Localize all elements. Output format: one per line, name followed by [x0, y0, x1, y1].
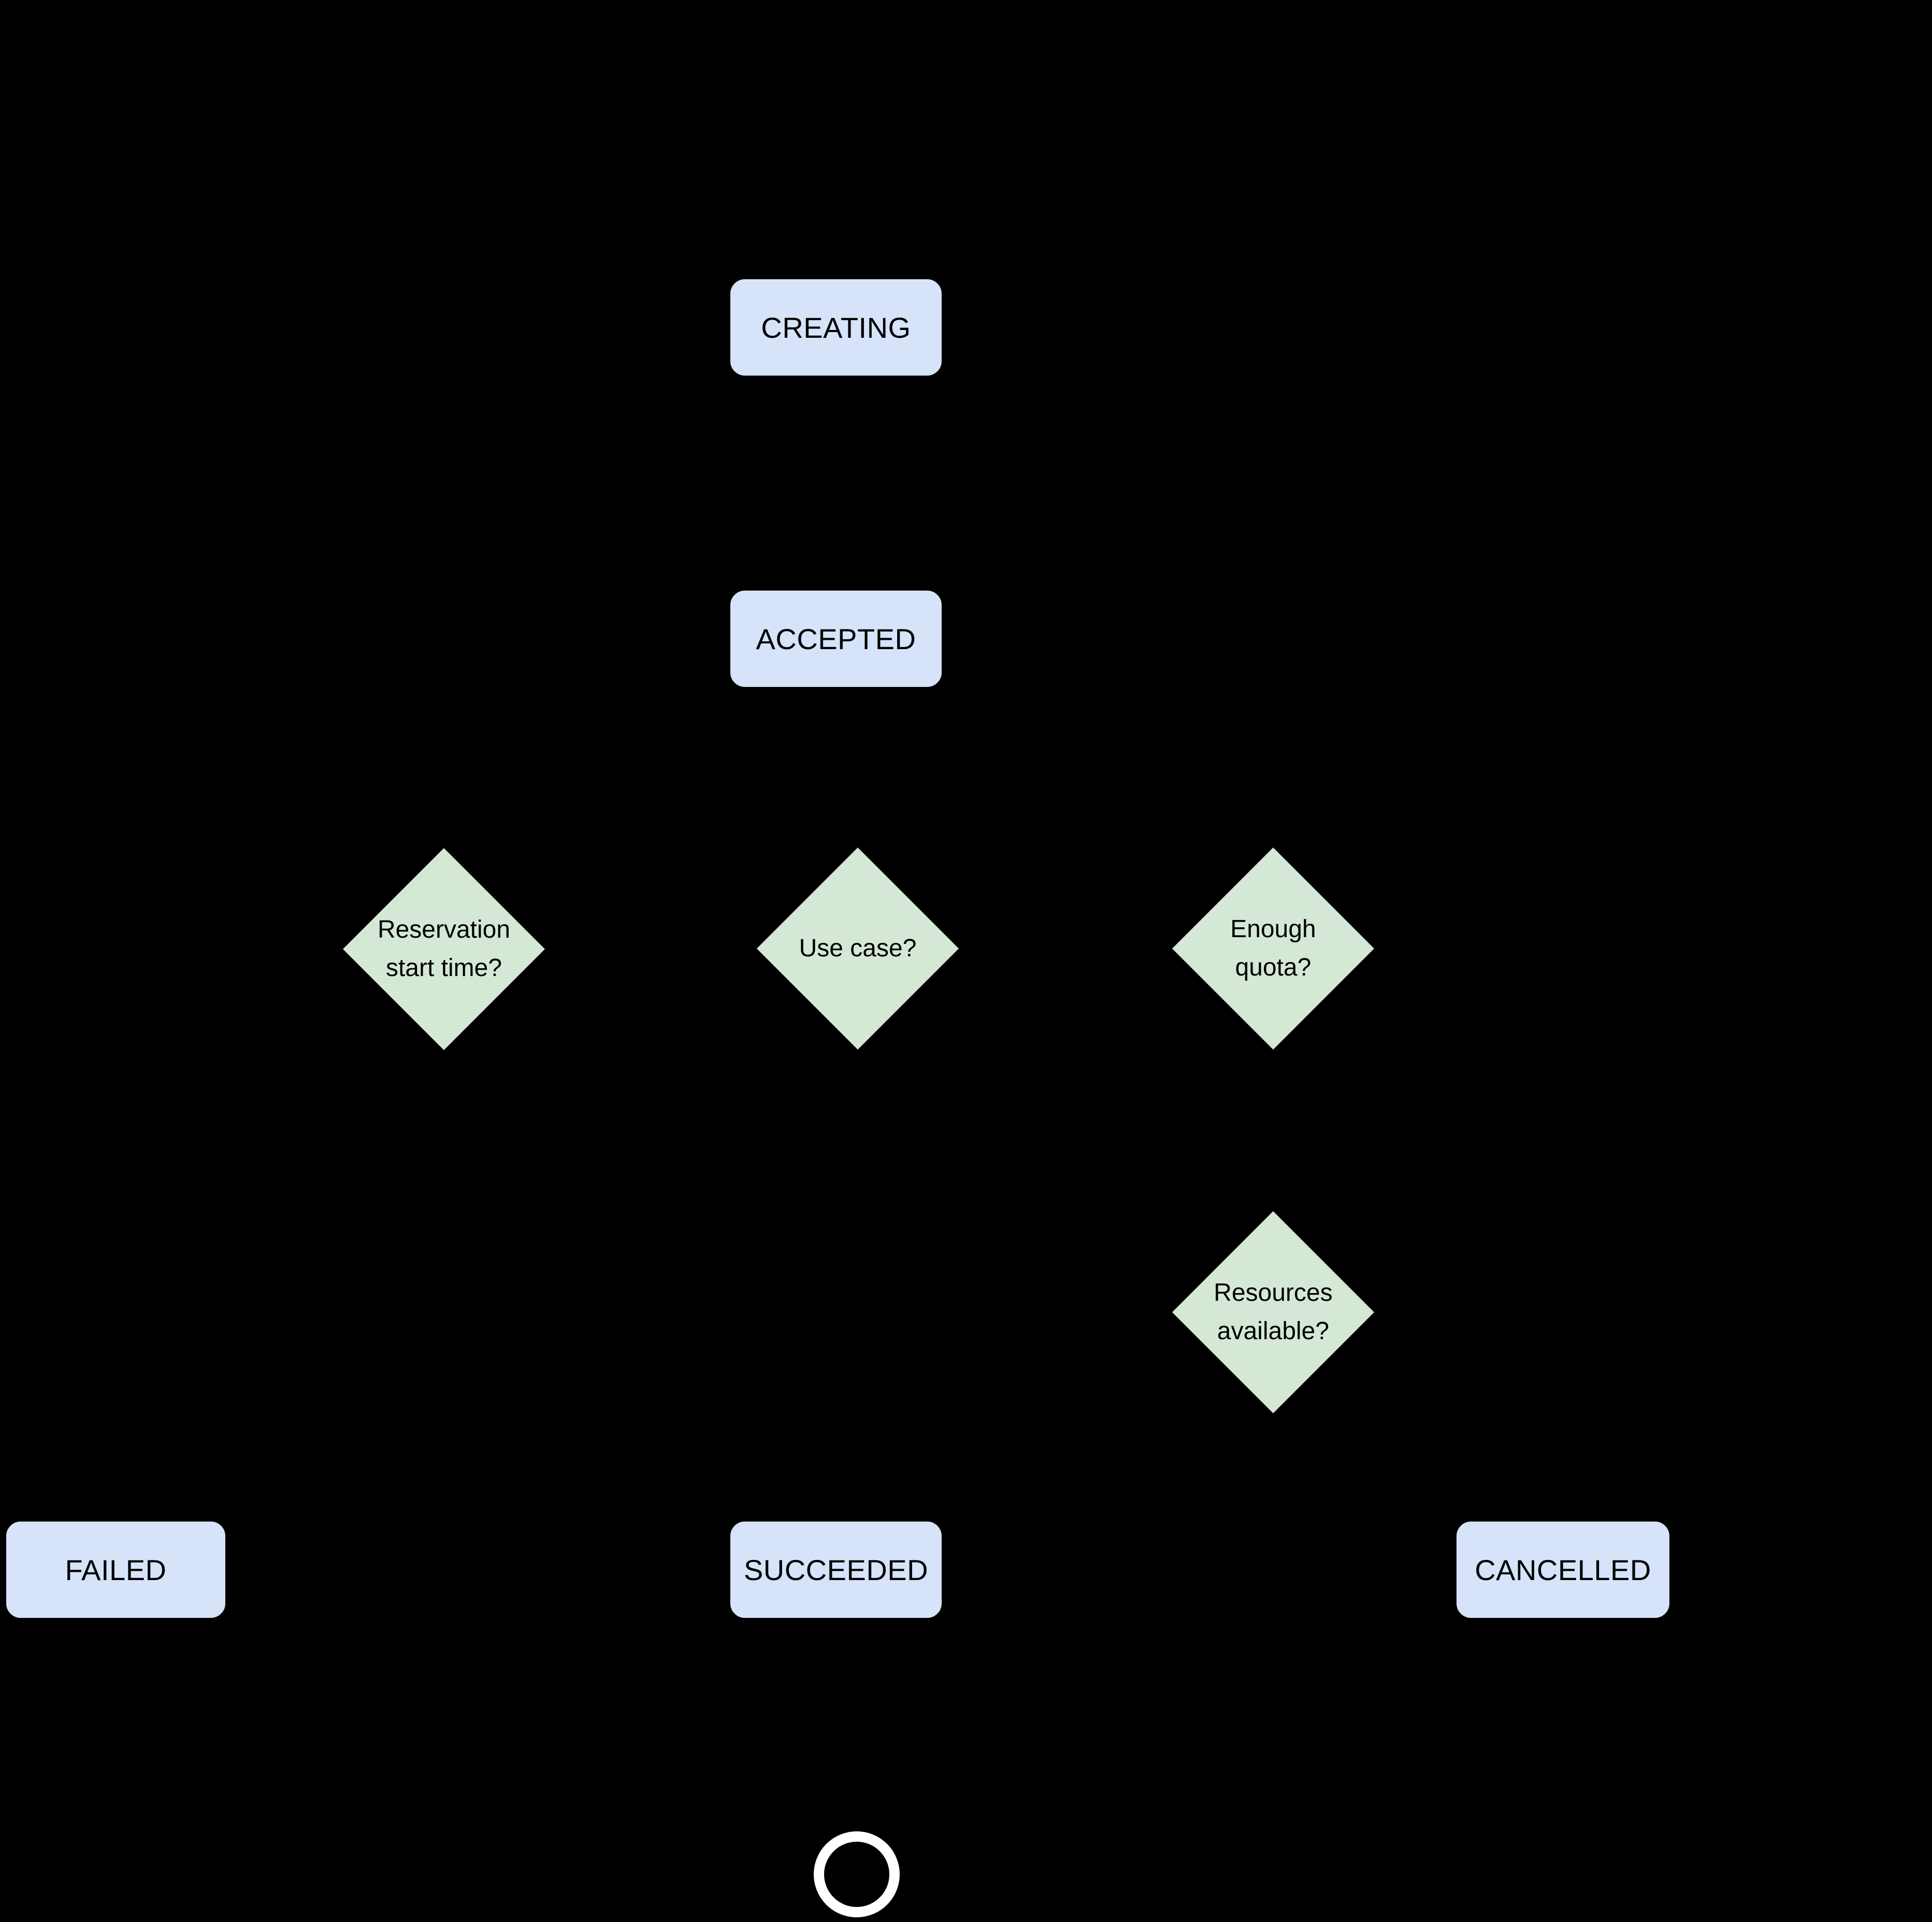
- state-cancelled: CANCELLED: [1455, 1521, 1670, 1619]
- state-failed: FAILED: [5, 1521, 226, 1619]
- state-cancelled-label: CANCELLED: [1475, 1553, 1651, 1586]
- decision-use-case: Use case?: [757, 848, 959, 1050]
- end-state-circle-icon: [814, 1831, 900, 1917]
- state-accepted: ACCEPTED: [729, 590, 943, 688]
- decision-enough-quota-label: Enough quota?: [1230, 915, 1316, 981]
- state-creating: CREATING: [729, 278, 943, 377]
- diamond-shape-icon: [1172, 1211, 1374, 1413]
- diamond-shape-icon: [757, 848, 959, 1050]
- diamond-shape-icon: [343, 848, 545, 1050]
- decision-reservation-start-time: Reservation start time?: [343, 848, 545, 1050]
- state-succeeded-label: SUCCEEDED: [743, 1553, 929, 1586]
- state-accepted-label: ACCEPTED: [756, 622, 916, 655]
- diamond-shape-icon: [1172, 848, 1374, 1050]
- state-succeeded: SUCCEEDED: [729, 1521, 943, 1619]
- state-creating-label: CREATING: [761, 311, 911, 344]
- decision-reservation-start-time-label: Reservation start time?: [377, 916, 511, 982]
- decision-use-case-label: Use case?: [799, 935, 917, 962]
- decision-resources-available-label: Resources available?: [1214, 1279, 1333, 1345]
- decision-resources-available: Resources available?: [1172, 1211, 1374, 1413]
- decision-enough-quota: Enough quota?: [1172, 848, 1374, 1050]
- state-failed-label: FAILED: [65, 1553, 167, 1586]
